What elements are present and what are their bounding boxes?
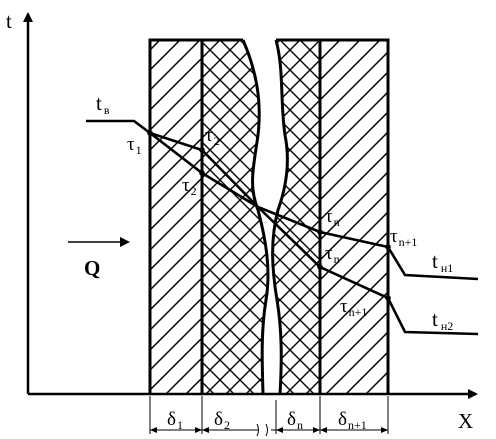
label-tau-2b: τ2 [182,175,197,198]
y-axis-label: t [6,9,12,33]
layer-label-2: δ2 [214,409,230,432]
thickness-dimension-arrows [150,427,388,433]
point-tau-2b [199,170,205,176]
layer-2-fill [202,40,269,394]
point-tau-n1a [385,244,391,250]
point-tau-na [317,229,323,235]
layer-label-n1: δn+1 [338,409,367,432]
label-tau-n1a: τn+1 [390,226,417,249]
layer-n1-fill [320,40,388,394]
point-tau-n1b [385,295,391,301]
heat-flow-label: Q [84,256,100,280]
x-axis-label: X [458,409,473,433]
label-tau-1: τ1 [127,134,142,157]
point-tau-1 [147,130,153,136]
label-tau-n1b: τn+1 [340,296,367,319]
layer-label-1: δ1 [167,409,183,432]
label-tau-nb: τn [325,243,340,266]
label-tau-na: τn [325,206,340,229]
point-tau-2a [199,147,205,153]
layer-label-n: δn [287,409,303,432]
profile-points [147,130,391,301]
wall-outlines [148,38,390,395]
label-tau-2a: τ2 [205,125,220,148]
point-tau-nb [317,264,323,270]
layer-1-fill [150,40,202,394]
